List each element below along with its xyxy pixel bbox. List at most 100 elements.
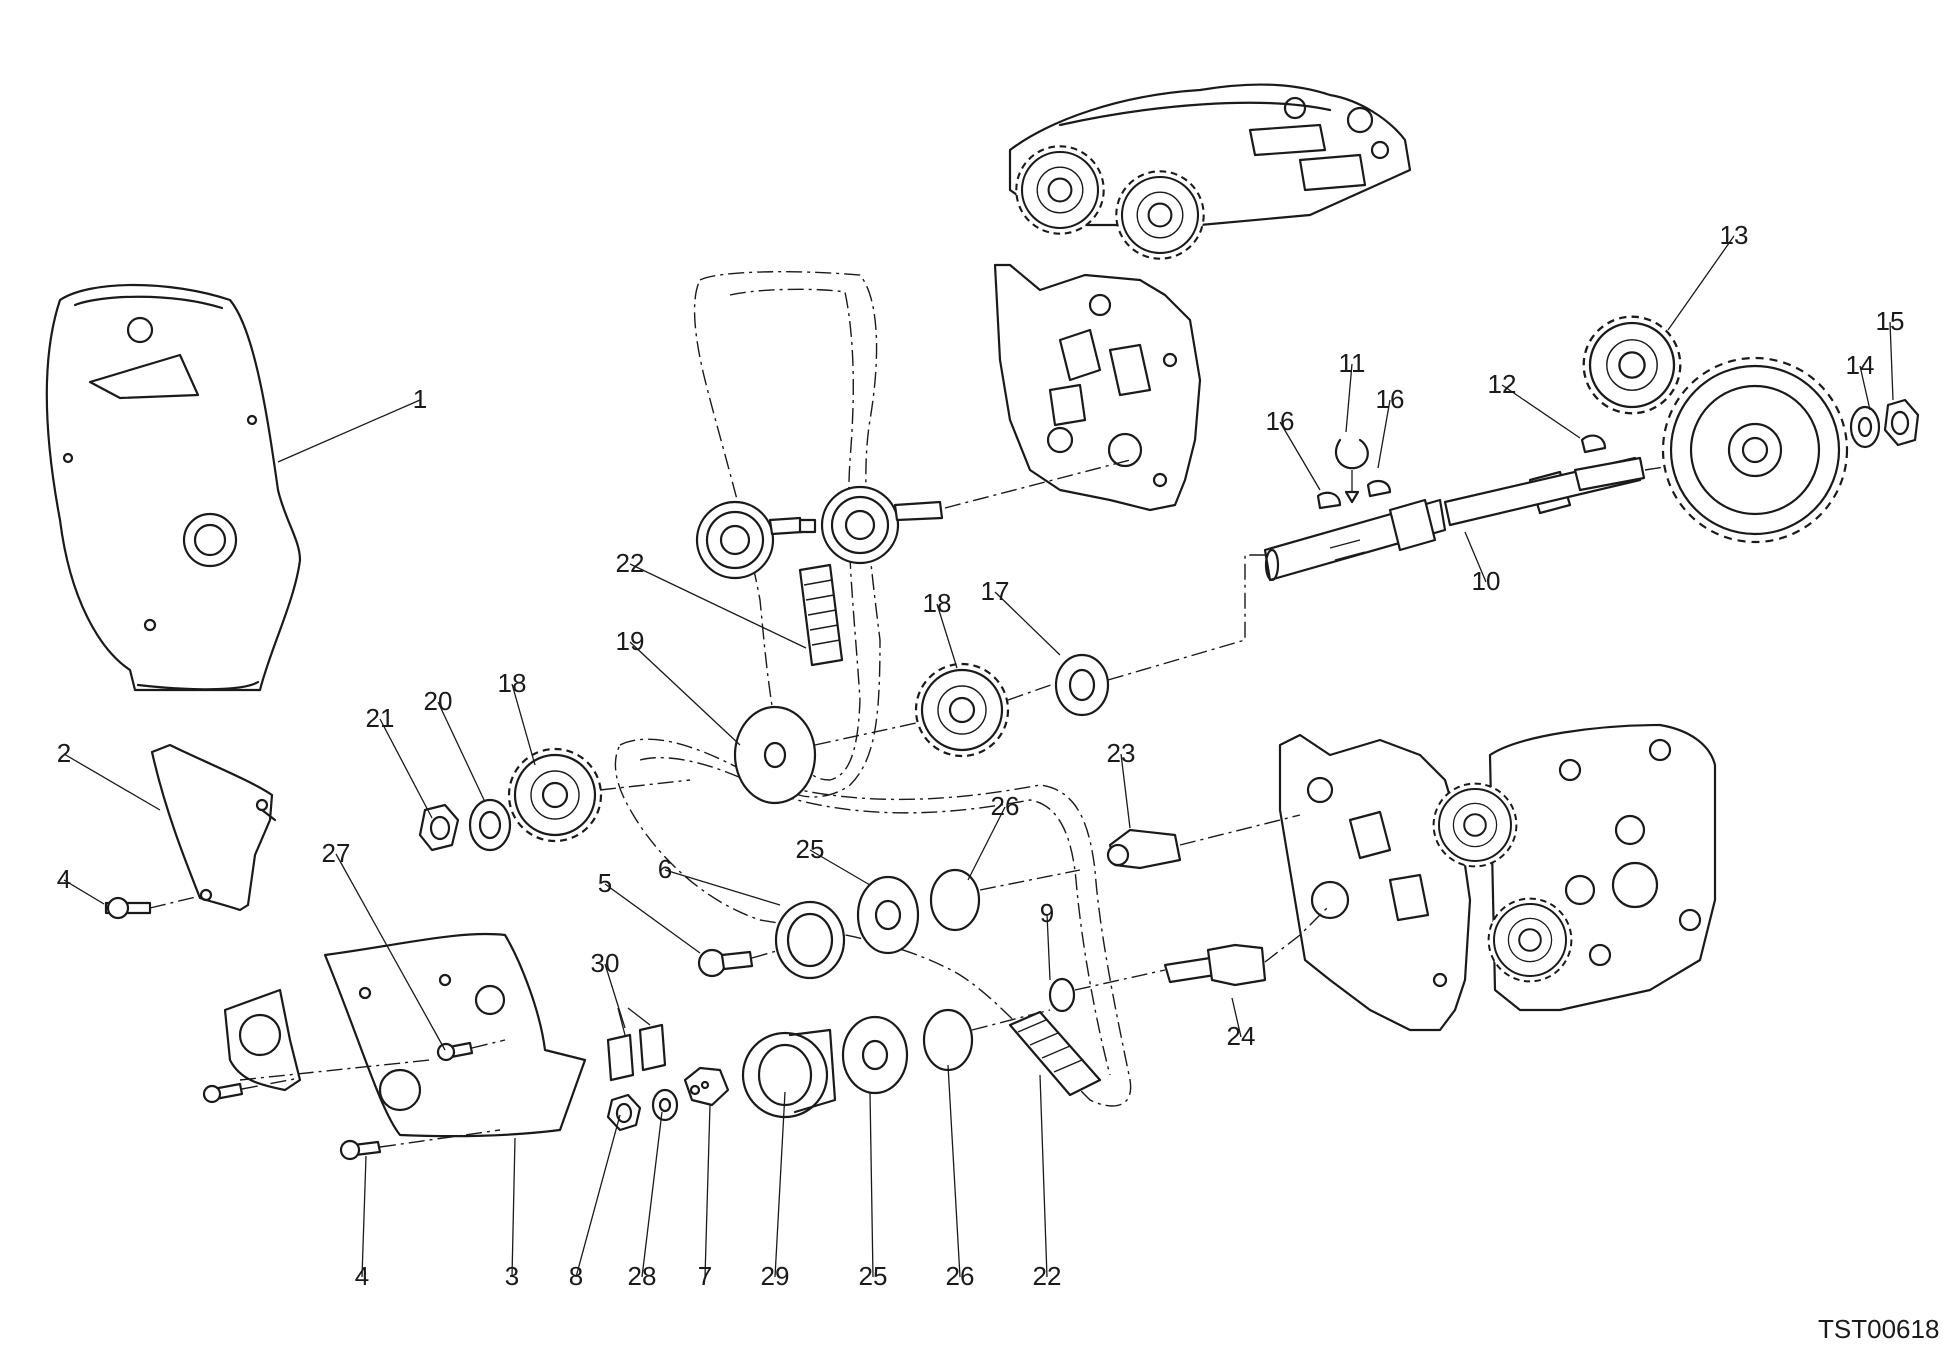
pulley-6: [751, 900, 846, 980]
callout-label: 11: [1339, 348, 1366, 378]
callout-leader: [1039, 1074, 1048, 1278]
callout-label: 2: [57, 738, 71, 768]
cylinder-head-horizontal: [1008, 83, 1412, 260]
callout-label: 16: [1376, 384, 1405, 414]
damper-pads-30: [606, 1007, 667, 1082]
callout-leader: [277, 399, 421, 463]
callout-leader: [379, 718, 433, 819]
engine-block-lower-right: [1278, 733, 1472, 1032]
callout-label: 8: [569, 1261, 583, 1291]
cylinder-head-vertical: [1432, 723, 1717, 1012]
belt-segment-22-upper: [798, 563, 844, 667]
circlip-9: [1048, 969, 1166, 1013]
callout-leader: [1231, 997, 1242, 1038]
screw-4-upper: [104, 895, 201, 920]
callout-leader: [994, 591, 1061, 656]
crank-pulley-18-right: [914, 662, 1066, 758]
callout-label: 20: [424, 686, 453, 716]
callout-leader: [335, 853, 446, 1051]
callout-label: 26: [991, 791, 1020, 821]
callout-leader: [604, 963, 626, 1029]
key-12: [1580, 434, 1607, 454]
callout-label: 7: [698, 1261, 712, 1291]
callout-leader: [704, 1104, 711, 1278]
callout-label: 17: [981, 576, 1010, 606]
callout-leader: [511, 1137, 516, 1278]
camshaft-10: [1263, 454, 1741, 582]
callout-label: 5: [598, 868, 612, 898]
callout-label: 23: [1107, 738, 1136, 768]
callout-label: 22: [1033, 1261, 1062, 1291]
callout-leader: [936, 603, 958, 669]
callout-leader: [604, 883, 701, 954]
callout-leader: [1501, 384, 1581, 439]
callout-leader: [869, 1091, 874, 1278]
callout-leader: [575, 1114, 621, 1278]
callout-label: 25: [859, 1261, 888, 1291]
callout-leader: [774, 1091, 786, 1278]
callout-label: 4: [355, 1261, 369, 1291]
callout-leader: [641, 1111, 663, 1278]
callout-label: 18: [923, 588, 952, 618]
callout-leader: [629, 563, 807, 649]
callout-leader: [63, 753, 161, 811]
tensioner-stud-24: [1163, 904, 1331, 987]
callout-label: 6: [658, 854, 672, 884]
callout-label: 19: [616, 626, 645, 656]
callout-leader: [1377, 399, 1391, 469]
cam-gear-13-small: [1582, 315, 1682, 415]
idler-pulleys-upper: [695, 459, 1131, 580]
nut-15: [1883, 398, 1920, 447]
key-16a: [1316, 491, 1342, 510]
callout-label: 29: [761, 1261, 790, 1291]
callout-leader: [63, 879, 105, 905]
flange-washer-19: [733, 705, 931, 805]
callout-label: 26: [946, 1261, 975, 1291]
callout-leader: [809, 849, 871, 886]
callout-label: 4: [57, 864, 71, 894]
callout-leader: [1464, 531, 1487, 583]
washer-20: [468, 798, 512, 852]
seal-17: [1054, 554, 1270, 717]
callout-leader: [967, 806, 1006, 881]
callout-label: 25: [796, 834, 825, 864]
callout-label: 16: [1266, 406, 1295, 436]
callout-leader: [1046, 913, 1051, 981]
callout-leader: [1859, 365, 1871, 411]
callout-leader: [1345, 363, 1353, 433]
drawing-code: TST00618: [1818, 1314, 1939, 1344]
callout-leader: [1667, 235, 1735, 331]
bearing-25-upper: [856, 875, 920, 955]
pulley-29: [741, 1028, 837, 1119]
timing-cover-lower-small: [150, 743, 277, 912]
timing-cover-front-lower: [223, 932, 587, 1138]
circlip-26-upper: [929, 868, 1081, 932]
bearing-25-lower: [841, 1015, 909, 1095]
callout-leader: [511, 683, 536, 766]
washer-28: [651, 1088, 679, 1122]
timing-cover-rear: [45, 283, 302, 692]
callout-leader: [361, 1155, 367, 1278]
crank-pulley-18-left: [507, 747, 691, 843]
callout-label: 18: [498, 668, 527, 698]
callout-label: 13: [1720, 220, 1749, 250]
callout-label: 9: [1040, 898, 1054, 928]
callout-label: 22: [616, 548, 645, 578]
callout-leader: [1889, 321, 1894, 401]
belt-segment-22-lower: [1008, 1010, 1102, 1097]
screws-lower-left: [202, 1039, 506, 1161]
callout-leader: [629, 641, 741, 746]
callout-label: 24: [1227, 1021, 1256, 1051]
callout-leader: [664, 869, 781, 906]
eccentric-7: [683, 1066, 730, 1107]
callout-label: 3: [505, 1261, 519, 1291]
callout-label: 21: [366, 703, 395, 733]
nut-21: [418, 803, 460, 852]
callout-label: 28: [628, 1261, 657, 1291]
callout-leader: [947, 1064, 961, 1278]
callout-label: 15: [1876, 306, 1905, 336]
washer-14: [1849, 405, 1881, 449]
callout-leader: [1279, 421, 1321, 491]
